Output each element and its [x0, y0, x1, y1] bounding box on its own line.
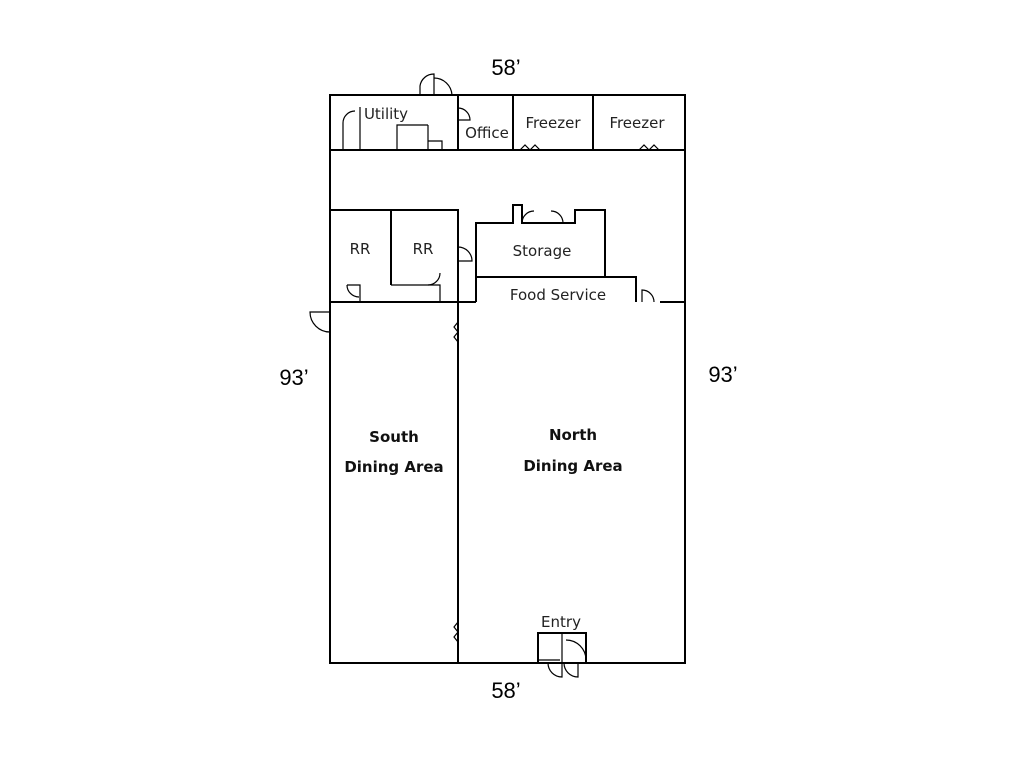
- top-rooms: [330, 73, 685, 151]
- room-label-freezer-1: Freezer: [525, 114, 581, 132]
- room-label-entry: Entry: [541, 613, 581, 631]
- dimension-right: 93’: [708, 362, 737, 387]
- dimension-top: 58’: [491, 55, 520, 80]
- area-label-south-line1: South: [369, 428, 419, 446]
- entry-vestibule: [537, 632, 587, 678]
- dimension-bottom: 58’: [491, 678, 520, 703]
- area-label-north-line1: North: [549, 426, 597, 444]
- room-label-restroom-2: RR: [413, 240, 434, 258]
- room-label-office: Office: [465, 124, 509, 142]
- room-label-utility: Utility: [364, 105, 408, 123]
- building-outline: [329, 94, 686, 664]
- dimension-left: 93’: [279, 365, 308, 390]
- dining-partition: [309, 301, 459, 663]
- room-label-food-service: Food Service: [510, 286, 606, 304]
- room-label-restroom-1: RR: [350, 240, 371, 258]
- room-label-freezer-2: Freezer: [609, 114, 665, 132]
- room-label-storage: Storage: [513, 242, 572, 260]
- area-label-south-line2: Dining Area: [344, 458, 443, 476]
- storage-food-service: [458, 204, 685, 303]
- area-label-north-line2: Dining Area: [523, 457, 622, 475]
